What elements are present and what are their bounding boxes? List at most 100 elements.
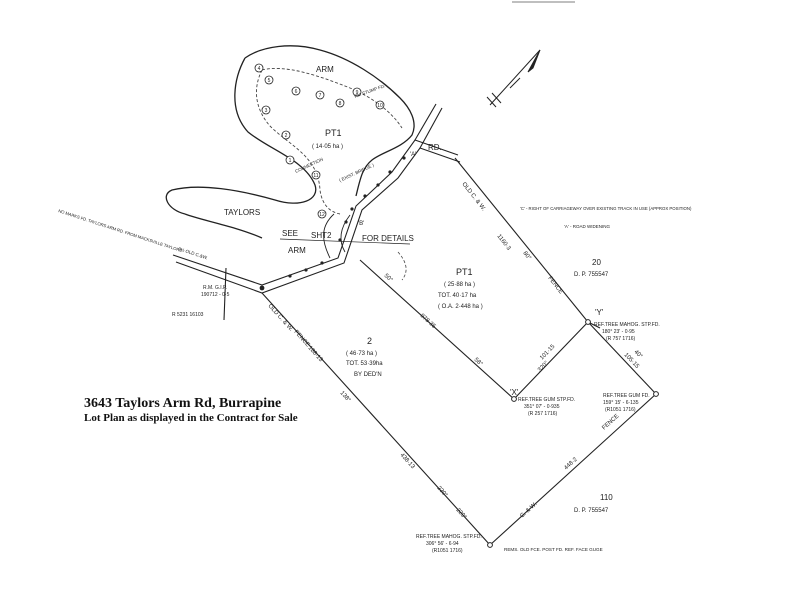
old-cw-left: OLD C. & W.	[267, 303, 295, 333]
survey-circle-label: 3	[265, 108, 268, 114]
dim-6: 101·15	[539, 343, 557, 361]
survey-circle	[261, 105, 271, 115]
label-lot2-tot: TOT. 53·39ha	[346, 361, 383, 367]
r-number: R 5231 16103	[172, 312, 204, 318]
marker-a: 'A'	[410, 152, 416, 158]
river-taylors-arm	[165, 45, 415, 239]
track-note: ( EXIST. BRIDGE )	[338, 162, 375, 183]
dim-1: 1160·3	[495, 234, 511, 253]
marker-x: 'X'	[510, 388, 519, 397]
ref-bottom: REMS. OLD FCE. POST FD. REF. FACE GUGE	[504, 547, 603, 552]
ref-y-bearing: 180° 23' - 0·95	[602, 329, 635, 335]
survey-circle	[315, 90, 325, 100]
survey-circle	[264, 75, 274, 85]
property-address: 3643 Taylors Arm Rd, Burrapine	[84, 396, 282, 411]
road-name-note: NO MARKS FD. TAYLORS ARM RD. FROM MACKSV…	[58, 208, 183, 253]
plan-labels: ARM TAYLORS ARM RD. SEE SHT2 FOR DETAILS…	[58, 65, 692, 554]
bearing-2: 58°	[473, 357, 484, 368]
ref-x-dp: (R 257 1716)	[528, 411, 558, 417]
survey-circle-label: 4	[258, 66, 261, 72]
right-of-carriageway-curve	[397, 251, 407, 281]
label-arm-upper: ARM	[316, 65, 334, 74]
caption-subtitle: Lot Plan as displayed in the Contract fo…	[84, 412, 298, 424]
bearing-1: 80°	[521, 251, 532, 262]
label-lot110: 110	[600, 493, 613, 502]
label-lot2: 2	[367, 336, 372, 346]
survey-circle	[254, 63, 264, 73]
bearing-3: 50°	[383, 273, 394, 284]
survey-circle-label: 6	[295, 89, 298, 95]
bearing-5: 40°	[633, 349, 644, 360]
rm-gip-number: 190712 - 0·5	[201, 292, 230, 298]
ref-y-dp: (R 757 1716)	[606, 336, 636, 342]
label-lot2-byded: BY DED'N	[354, 372, 382, 378]
marker-y: 'Y'	[595, 308, 604, 317]
survey-circle	[375, 100, 385, 110]
label-lot110-dp: D. P. 755547	[574, 508, 609, 514]
label-arm-lower: ARM	[288, 246, 306, 255]
survey-circle-label: 8	[339, 101, 342, 107]
label-lot20-dp: D. P. 755547	[574, 272, 609, 278]
label-rd: RD.	[428, 143, 442, 152]
ref-right: REF.TREE GUM FD.	[603, 393, 650, 399]
label-for-details: FOR DETAILS	[362, 234, 414, 243]
ref-x: REF.TREE GUM STP.FD.	[518, 397, 575, 403]
label-pt1-lower-tot: TOT. 40·17 ha	[438, 293, 477, 299]
survey-circle	[291, 86, 301, 96]
ref-right-bearing: 159° 15' - 6·135	[603, 400, 639, 406]
bridge-connection	[323, 213, 351, 259]
marker-b: 'B'	[358, 221, 364, 227]
note-road-widening: 'A' - ROAD WIDENING	[564, 224, 610, 229]
river-dashed-boundary	[256, 67, 403, 215]
north-arrow-icon	[486, 49, 541, 108]
survey-circle	[317, 209, 327, 219]
lot-boundaries	[261, 157, 657, 546]
survey-circle	[335, 98, 345, 108]
plan-caption: 3643 Taylors Arm Rd, Burrapine Lot Plan …	[84, 396, 298, 426]
survey-circle-label: 10	[377, 103, 383, 109]
label-pt1-lower-area: ( 25·88 ha )	[444, 282, 475, 288]
survey-circle-label: 2	[285, 133, 288, 139]
note-right-of-carriageway: 'C' - RIGHT OF CARRIAGEWAY OVER EXISTING…	[520, 206, 692, 211]
survey-circle-label: 12	[319, 212, 325, 218]
survey-circle-label: 9	[356, 90, 359, 96]
old-cw-right: OLD C. & W.	[460, 182, 486, 213]
rm-gip: R.M. G.I.P.	[203, 285, 227, 291]
label-lot20: 20	[592, 258, 601, 267]
survey-circle	[281, 130, 291, 140]
old-cw-bottom: C. & W.	[519, 501, 538, 519]
label-pt1-upper: PT1	[325, 128, 342, 138]
ref-y: REF.TREE MAHOG. STP.FD.	[594, 322, 660, 328]
survey-circle-label: 1	[289, 158, 292, 164]
dim-3: 188·13	[307, 345, 324, 363]
ref-right-dp: (R1051 1716)	[605, 407, 636, 413]
fence-top: FENCE	[546, 276, 563, 296]
dim-5: 448·2	[563, 456, 579, 471]
label-pt1-upper-area: ( 14·05 ha )	[312, 144, 343, 150]
survey-circle	[311, 170, 321, 180]
ref-bottom-left-dp: (R1051 1716)	[432, 548, 463, 554]
survey-circle-label: 7	[319, 93, 322, 99]
fence-left: FENCE	[293, 329, 311, 348]
bearing-6: 138°	[339, 390, 352, 404]
label-lot2-area: ( 46·73 ha )	[346, 351, 377, 357]
ref-bottom-left: REF.TREE MAHOG. STP.FD.	[416, 534, 482, 540]
survey-circle	[352, 87, 362, 97]
ref-x-bearing: 351° 07' - 0·935	[524, 404, 560, 410]
road-track-dots	[259, 156, 406, 291]
survey-circle	[285, 155, 295, 165]
dim-2: 978·35	[419, 313, 437, 330]
ref-bottom-left-bearing: 306° 56' - 6·94	[426, 541, 459, 547]
label-see: SEE	[282, 229, 298, 238]
label-taylors: TAYLORS	[224, 208, 260, 217]
bearing-4: 320°	[537, 360, 550, 374]
survey-circle-label: 5	[268, 78, 271, 84]
survey-circle-label: 11	[313, 173, 318, 179]
survey-points	[487, 319, 659, 548]
dim-4: 438·13	[399, 452, 416, 470]
label-pt1-lower: PT1	[456, 267, 473, 277]
label-pt1-lower-oa: ( O.A. 2·448 ha )	[438, 304, 483, 310]
label-sht2: SHT2	[311, 231, 332, 240]
